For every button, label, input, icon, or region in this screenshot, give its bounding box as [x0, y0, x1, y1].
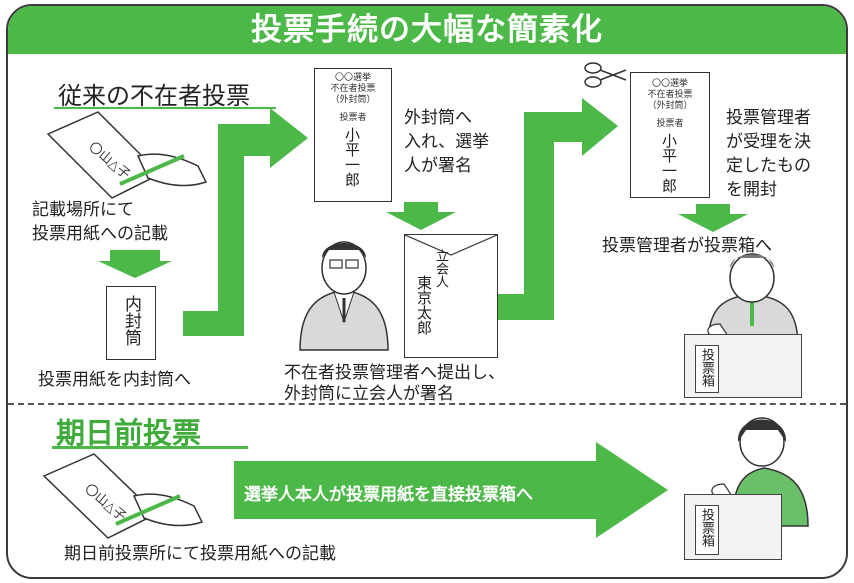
outer-envelope-line1: 〇〇選挙 — [334, 73, 371, 83]
official-illustration — [299, 241, 389, 351]
voter-hair — [737, 419, 787, 442]
witness-label: 立会人 — [433, 249, 448, 288]
step3-text-3: 人が署名 — [404, 156, 472, 176]
outer-envelope-voter-label: 投票者 — [339, 113, 367, 123]
outer-envelope-voter-name: 小平一郎 — [343, 127, 361, 187]
arrow-down-3 — [678, 204, 748, 232]
ballot-box-early: 投票箱 — [684, 494, 782, 560]
scissors-illustration — [584, 62, 627, 88]
ballot-writing-illustration: 〇山△子 — [46, 111, 208, 199]
manager-head — [729, 253, 775, 303]
opened-envelope-line1: 〇〇選挙 — [651, 79, 688, 89]
early-caption: 期日前投票所にて投票用紙への記載 — [64, 544, 336, 564]
witness-name: 東京太郎 — [415, 275, 433, 335]
pencil-icon — [119, 154, 185, 186]
ballot-box-early-label: 投票箱 — [699, 508, 714, 547]
official-hair — [322, 243, 366, 258]
voter-illustration — [711, 417, 809, 527]
step2-text: 投票用紙を内封筒へ — [38, 370, 191, 390]
opened-envelope-voter-label: 投票者 — [656, 119, 684, 129]
step3-text-1: 外封筒へ — [404, 108, 472, 128]
pencil-icon-2 — [115, 494, 181, 526]
ballot-writing-illustration-2: 〇山△子 — [42, 453, 204, 539]
manager-hair — [730, 254, 774, 268]
step4-text-2: 外封筒に立会人が署名 — [284, 384, 454, 404]
flow-arrows — [98, 98, 748, 538]
arrow-step-1 — [183, 108, 308, 336]
outer-envelope: 〇〇選挙 不在者投票 （外封筒） 投票者 小平一郎 — [314, 68, 392, 202]
opened-envelope: 〇〇選挙 不在者投票 （外封筒） 投票者 小平一郎 — [630, 72, 710, 198]
inner-envelope-label: 内封筒 — [121, 295, 141, 346]
step3-text-2: 入れ、選挙 — [404, 132, 490, 152]
scissors-icon — [584, 62, 627, 88]
step5-text-3: 定したもの — [726, 156, 811, 176]
outer-envelope-line2: 不在者投票 — [330, 84, 376, 94]
official-head — [321, 241, 367, 295]
poll-manager-illustration — [707, 253, 799, 347]
arrow-early-voting — [234, 442, 668, 538]
step1-text-1: 記載場所にて — [32, 200, 134, 220]
step6-text: 投票管理者が投票箱へ — [602, 236, 772, 256]
outer-envelope-line3: （外封筒） — [330, 95, 376, 105]
diagram-frame: 投票手続の大幅な簡素化 従来の不在者投票 〇山△子 記載場所にて 投票用紙への記… — [6, 4, 848, 579]
step4-text-1: 不在者投票管理者へ提出し、 — [284, 363, 505, 383]
arrow-step-2 — [496, 98, 618, 320]
ballot-box-absentee-label-plate: 投票箱 — [695, 345, 719, 393]
ballot-box-early-label-plate: 投票箱 — [695, 505, 719, 555]
step1-text-2: 投票用紙への記載 — [32, 224, 168, 244]
inner-envelope: 内封筒 — [106, 286, 156, 360]
glasses-icon — [329, 259, 343, 269]
arrow-down-1 — [98, 250, 172, 278]
ballot-box-absentee-label: 投票箱 — [699, 348, 714, 387]
step5-text-2: が受理を決 — [726, 132, 811, 152]
diagram-title: 投票手続の大幅な簡素化 — [251, 12, 603, 48]
section-divider — [8, 403, 846, 405]
hand-icon-2 — [132, 493, 204, 527]
arrow-down-2 — [386, 202, 456, 230]
step5-text-1: 投票管理者 — [726, 108, 811, 128]
opened-envelope-line2: 不在者投票 — [647, 90, 693, 100]
title-banner — [8, 6, 846, 54]
step5-text-4: を開封 — [726, 180, 777, 200]
opened-envelope-line3: （外封筒） — [647, 101, 693, 111]
section-early-underline — [52, 446, 248, 449]
ballot-box-absentee: 投票箱 — [684, 334, 802, 398]
envelope-flap — [405, 235, 497, 256]
hand-icon — [136, 153, 208, 187]
witness-envelope: 立会人 東京太郎 — [404, 234, 498, 358]
section-absentee-heading: 従来の不在者投票 — [58, 82, 250, 110]
early-arrow-text: 選挙人本人が投票用紙を直接投票箱へ — [244, 485, 533, 505]
section-early-heading: 期日前投票 — [56, 416, 202, 450]
opened-envelope-voter-name: 小平一郎 — [660, 133, 678, 193]
section-absentee-underline — [54, 107, 276, 109]
